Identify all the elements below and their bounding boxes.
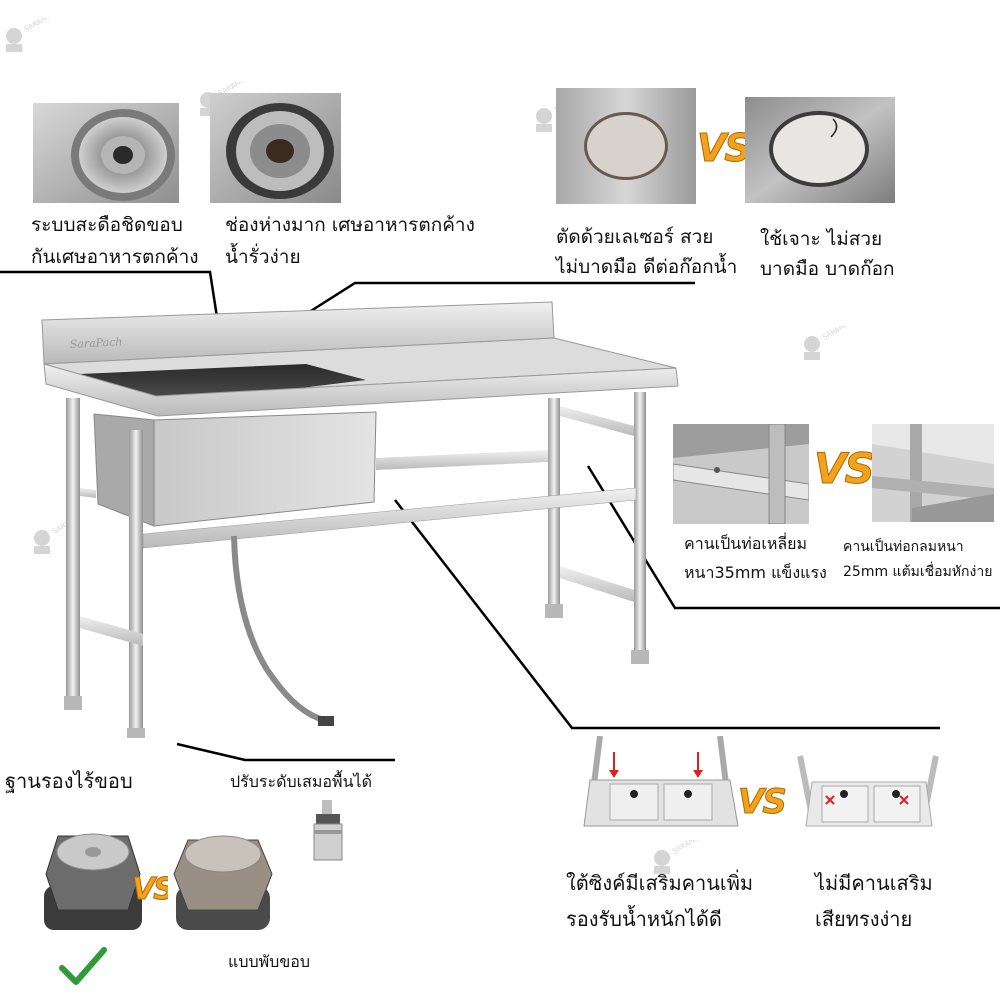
embossed-brand: SaraPach <box>69 335 122 351</box>
caption-round-beam-line1: คานเป็นท่อกลมหนา <box>843 539 964 555</box>
round-beam-photo <box>872 424 994 522</box>
watermark-logo: SARAPACH CHANGE <box>800 300 885 370</box>
caption-unreinforced-line2: เสียทรงง่าย <box>815 907 913 931</box>
reinforced-underside-photo <box>570 736 748 836</box>
adjustable-foot-photo <box>300 800 356 864</box>
caption-foot-folded: แบบพับขอบ <box>228 952 311 971</box>
watermark-text: SARAPACH CHANGE <box>23 18 72 34</box>
watermark-text: SARAPACH CHANGE <box>671 840 720 856</box>
unreinforced-underside-photo <box>786 736 950 834</box>
drilled-hole-photo <box>745 97 895 203</box>
caption-drain-flush-line1: ระบบสะดือชิดขอบ <box>31 214 183 236</box>
caption-foot-base: ฐานรองไร้ขอบ <box>5 769 133 793</box>
watermark-logo: SARAPACH CHANGE <box>2 0 87 62</box>
caption-square-beam-line2: หนา35mm แข็งแรง <box>684 563 827 582</box>
vs-badge: VS <box>814 444 876 494</box>
caption-foot-adjust: ปรับระดับเสมอพื้นได้ <box>230 772 372 791</box>
vs-badge: VS <box>738 782 788 823</box>
caption-round-beam-line2: 25mm แต้มเชื่อมหักง่าย <box>843 564 993 580</box>
caption-unreinforced-line1: ไม่มีคานเสริม <box>815 871 933 895</box>
caption-square-beam-line1: คานเป็นท่อเหลี่ยม <box>684 534 808 553</box>
caption-drain-gap-line2: น้ำรั่วง่าย <box>225 246 301 268</box>
square-beam-photo <box>673 424 809 524</box>
flat-base-foot-photo <box>40 818 146 930</box>
caption-drill-line2: บาดมือ บาดก๊อก <box>760 258 895 280</box>
caption-reinforced-line2: รองรับน้ำหนักได้ดี <box>566 907 722 931</box>
sink-table-illustration: SaraPach <box>36 298 686 738</box>
caption-drain-gap-line1: ช่องห่างมาก เศษอาหารตกค้าง <box>225 214 475 236</box>
folded-edge-foot-photo <box>168 820 278 930</box>
vs-badge: VS <box>132 872 176 908</box>
caption-drill-line1: ใช้เจาะ ไม่สวย <box>760 228 883 250</box>
laser-hole-photo <box>556 88 696 204</box>
drain-gap-photo <box>210 93 341 203</box>
checkmark-icon <box>58 946 108 990</box>
caption-laser-line1: ตัดด้วยเลเซอร์ สวย <box>556 226 714 248</box>
vs-badge: VS <box>697 126 753 171</box>
caption-laser-line2: ไม่บาดมือ ดีต่อก๊อกน้ำ <box>556 256 738 278</box>
caption-drain-flush-line2: กันเศษอาหารตกค้าง <box>31 246 199 268</box>
caption-reinforced-line1: ใต้ซิงค์มีเสริมคานเพิ่ม <box>566 871 754 895</box>
watermark-text: SARAPACH CHANGE <box>821 326 870 342</box>
drain-flush-photo <box>33 103 179 203</box>
